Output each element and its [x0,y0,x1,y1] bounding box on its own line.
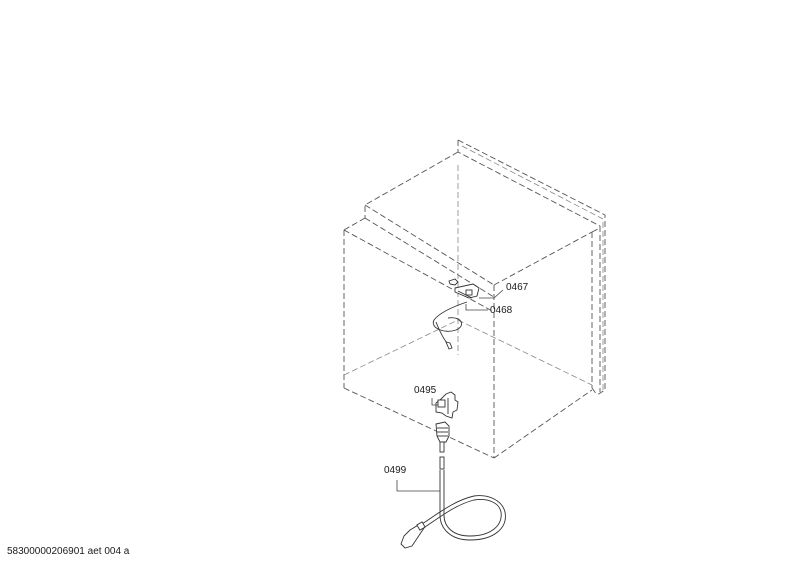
part-label-0468[interactable]: 0468 [490,305,513,316]
part-label-0467[interactable]: 0467 [506,282,529,293]
part-0495-clip[interactable] [435,391,459,419]
part-0499-power-cable[interactable] [400,421,506,549]
leader-0468 [465,304,488,311]
leader-0499 [396,480,440,492]
drawing-reference-number: 58300000206901 aet 004 a [7,546,130,557]
leader-0467 [479,289,504,299]
appliance-housing [343,139,606,459]
part-label-0495[interactable]: 0495 [414,385,437,396]
part-0467-bracket[interactable] [448,278,480,299]
leader-0495 [431,398,438,406]
part-0468-cable[interactable] [432,301,468,350]
part-label-0499[interactable]: 0499 [384,465,407,476]
